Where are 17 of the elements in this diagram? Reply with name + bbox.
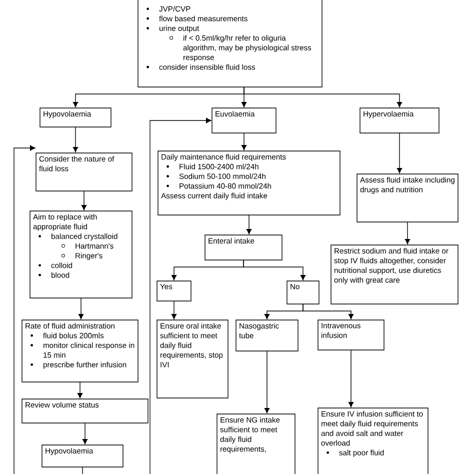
- arrow: [78, 298, 84, 320]
- arrow: [396, 132, 402, 174]
- arrow: [244, 86, 402, 108]
- arrow: [241, 132, 247, 150]
- arrow: [246, 214, 252, 234]
- arrow: [81, 190, 87, 210]
- arrow: [264, 350, 270, 414]
- arrow: [77, 382, 83, 398]
- arrow: [150, 118, 212, 474]
- arrow: [348, 350, 354, 408]
- arrow: [14, 145, 36, 474]
- arrow: [243, 260, 306, 280]
- arrow: [404, 222, 410, 244]
- arrow: [82, 422, 88, 444]
- arrow: [302, 304, 354, 320]
- arrow: [171, 300, 177, 320]
- arrow: [72, 126, 78, 152]
